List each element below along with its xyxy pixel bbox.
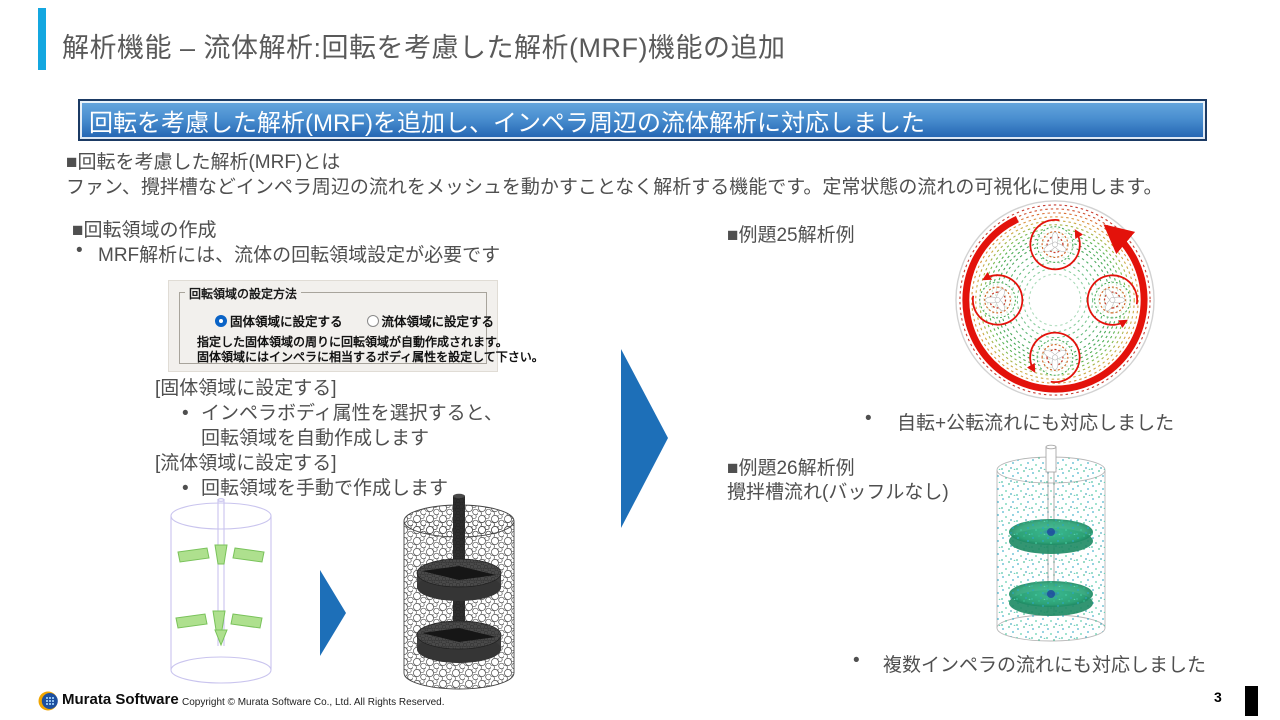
solid-region-bullet-cont: 回転領域を自動作成します	[201, 428, 430, 449]
footer-copyright: Copyright © Murata Software Co., Ltd. Al…	[182, 697, 445, 708]
footer-brand: Murata Software	[62, 691, 179, 708]
summary-banner: 回転を考慮した解析(MRF)を追加し、インペラ周辺の流体解析に対応しました	[78, 99, 1207, 141]
example26-heading: ■例題26解析例	[727, 458, 855, 479]
rotation-settings-dialog: 回転領域の設定方法 固体領域に設定する 流体領域に設定する 指定した固体領域の周…	[168, 280, 544, 372]
page-corner-bar	[1245, 686, 1258, 716]
fluid-region-bullet-text: 回転領域を手動で作成します	[201, 478, 449, 499]
dialog-group-title: 回転領域の設定方法	[185, 285, 302, 302]
big-right-arrow	[621, 349, 668, 528]
tank-disk-lower	[1009, 581, 1093, 616]
small-right-arrow	[320, 570, 346, 656]
murata-logo-icon	[38, 691, 58, 711]
mesh-model-figure	[403, 493, 515, 690]
rotation-region-bullet-text: MRF解析には、流体の回転領域設定が必要です	[98, 245, 501, 266]
region-mode-explanation: [固体領域に設定する] • インペラボディ属性を選択すると、 回転領域を自動作成…	[155, 376, 503, 501]
radio-fluid-region-label[interactable]: 流体領域に設定する	[381, 315, 495, 329]
bullet-marker: •	[182, 403, 189, 424]
solid-region-header: [固体領域に設定する]	[155, 378, 337, 399]
rotation-region-bullet: • MRF解析には、流体の回転領域設定が必要です	[76, 240, 500, 267]
mesh-disk-upper	[416, 558, 502, 601]
page-number: 3	[1214, 689, 1222, 705]
bullet-marker: •	[853, 650, 860, 671]
radio-solid-region[interactable]	[215, 314, 227, 327]
example26-bullet-text: 複数インペラの流れにも対応しました	[883, 655, 1207, 676]
page-title: 解析機能 – 流体解析:回転を考慮した解析(MRF)機能の追加	[62, 33, 786, 63]
tank-disk-upper	[1009, 519, 1093, 554]
rotation-region-heading: ■回転領域の作成	[72, 220, 217, 241]
mini-impeller-left	[971, 271, 1024, 326]
summary-banner-text: 回転を考慮した解析(MRF)を追加し、インペラ周辺の流体解析に対応しました	[89, 109, 925, 137]
bullet-marker: •	[182, 478, 189, 499]
revolution-arrow	[962, 216, 1148, 393]
bullet-marker: •	[865, 408, 872, 429]
example25-bullet: • 自転+公転流れにも対応しました	[865, 408, 1174, 435]
dialog-note-line1: 指定した固体領域の周りに回転領域が自動作成されます。	[197, 335, 508, 349]
fluid-region-bullet: • 回転領域を手動で作成します	[155, 476, 503, 501]
mini-impeller-bottom	[1026, 331, 1081, 384]
example25-flow-figure	[955, 200, 1155, 400]
dialog-note: 指定した固体領域の周りに回転領域が自動作成されます。 固体領域にはインペラに相当…	[197, 335, 544, 365]
impeller-model-figure	[170, 498, 272, 684]
dialog-radio-row: 固体領域に設定する 流体領域に設定する	[215, 311, 494, 330]
bullet-marker: •	[76, 240, 83, 261]
dialog-groupbox: 回転領域の設定方法 固体領域に設定する 流体領域に設定する 指定した固体領域の周…	[179, 285, 544, 364]
mini-impeller-right	[1086, 274, 1139, 329]
example25-heading: ■例題25解析例	[727, 225, 855, 246]
title-accent-bar	[38, 8, 46, 70]
example25-bullet-text: 自転+公転流れにも対応しました	[897, 413, 1175, 434]
green-impeller-lower	[175, 610, 263, 647]
radio-solid-region-label[interactable]: 固体領域に設定する	[230, 315, 343, 329]
radio-fluid-region[interactable]	[366, 314, 379, 327]
dialog-note-line2: 固体領域にはインペラに相当するボディ属性を設定して下さい。	[197, 350, 544, 364]
mrf-description-body: ファン、攪拌槽などインペラ周辺の流れをメッシュを動かすことなく解析する機能です。…	[66, 177, 1163, 198]
example26-subtitle: 攪拌槽流れ(バッフルなし)	[727, 482, 949, 503]
mrf-description-heading: ■回転を考慮した解析(MRF)とは	[66, 152, 341, 173]
example26-bullet: • 複数インペラの流れにも対応しました	[853, 650, 1206, 677]
solid-region-bullet-text: インペラボディ属性を選択すると、	[201, 403, 503, 424]
mesh-disk-lower	[416, 620, 502, 663]
example26-tank-figure	[996, 444, 1106, 642]
mini-impeller-top	[1029, 218, 1084, 271]
fluid-region-header: [流体領域に設定する]	[155, 453, 337, 474]
solid-region-bullet: • インペラボディ属性を選択すると、	[155, 401, 503, 426]
green-impeller-upper	[177, 544, 265, 565]
